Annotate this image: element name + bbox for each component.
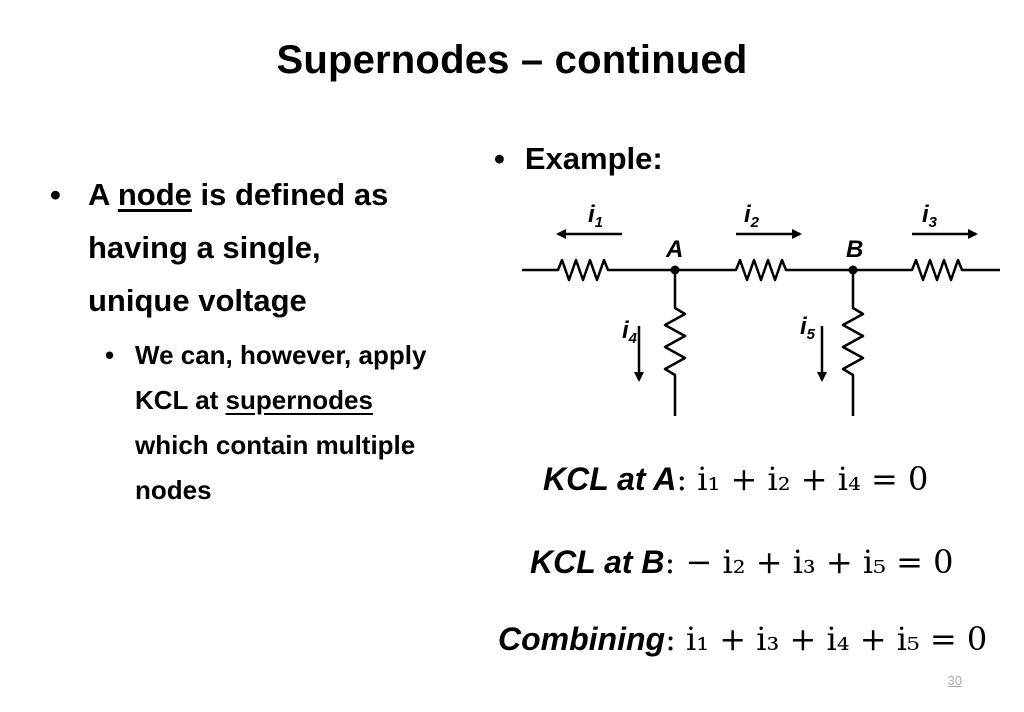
node-term: node: [117, 177, 192, 212]
bullet-dot: •: [50, 177, 61, 212]
circuit-diagram: i1 i2 i3 i4 i5 A B: [522, 201, 1000, 416]
equation-combining-expr: : i₁ + i₃ + i₄ + i₅ = 0: [665, 620, 988, 658]
current-label-i5: i5: [800, 313, 816, 343]
equation-kcl-b: KCL at B: − i₂ + i₃ + i₅ = 0: [530, 543, 953, 581]
current-label-i2: i2: [744, 201, 760, 231]
bullet-node-definition: • A node is defined as having a single, …: [50, 168, 430, 327]
current-label-i4: i4: [622, 317, 638, 347]
page-number: 30: [947, 673, 962, 688]
example-bullet: • Example:: [494, 132, 663, 185]
equation-kcl-a: KCL at A: i₁ + i₂ + i₄ = 0: [543, 460, 928, 498]
equation-combining: Combining: i₁ + i₃ + i₄ + i₅ = 0: [498, 620, 987, 658]
equation-kcl-b-expr: : − i₂ + i₃ + i₅ = 0: [664, 543, 954, 581]
node-label-b: B: [846, 236, 863, 263]
example-bullet-dot: •: [494, 141, 505, 176]
bullet1-pre: A: [88, 177, 118, 212]
node-label-a: A: [665, 236, 683, 263]
equation-kcl-b-label: KCL at B: [530, 544, 665, 580]
resistor-b-vertical: [841, 270, 865, 416]
sub-bullet-supernodes: • We can, however, apply KCL at supernod…: [105, 333, 430, 513]
current-label-i1: i1: [588, 201, 603, 231]
sub-bullet-dot: •: [105, 340, 115, 370]
resistor-a-vertical: [663, 270, 687, 416]
node-b-dot: [848, 265, 858, 275]
supernodes-term: supernodes: [225, 385, 373, 415]
top-wire: [522, 258, 1000, 282]
equation-kcl-a-label: KCL at A: [543, 461, 677, 497]
equation-kcl-a-expr: : i₁ + i₂ + i₄ = 0: [676, 460, 929, 498]
sub-post: which contain multiple nodes: [135, 430, 416, 505]
node-a-dot: [670, 265, 680, 275]
left-column: • A node is defined as having a single, …: [50, 168, 430, 513]
bullet1-post: is defined as having a single, unique vo…: [88, 177, 389, 318]
current-label-i3: i3: [922, 201, 938, 231]
sub-pre: We can, however, apply KCL at: [135, 340, 427, 415]
example-label: Example:: [524, 141, 663, 176]
equation-combining-label: Combining: [498, 621, 666, 657]
slide-title: Supernodes – continued: [276, 38, 748, 82]
